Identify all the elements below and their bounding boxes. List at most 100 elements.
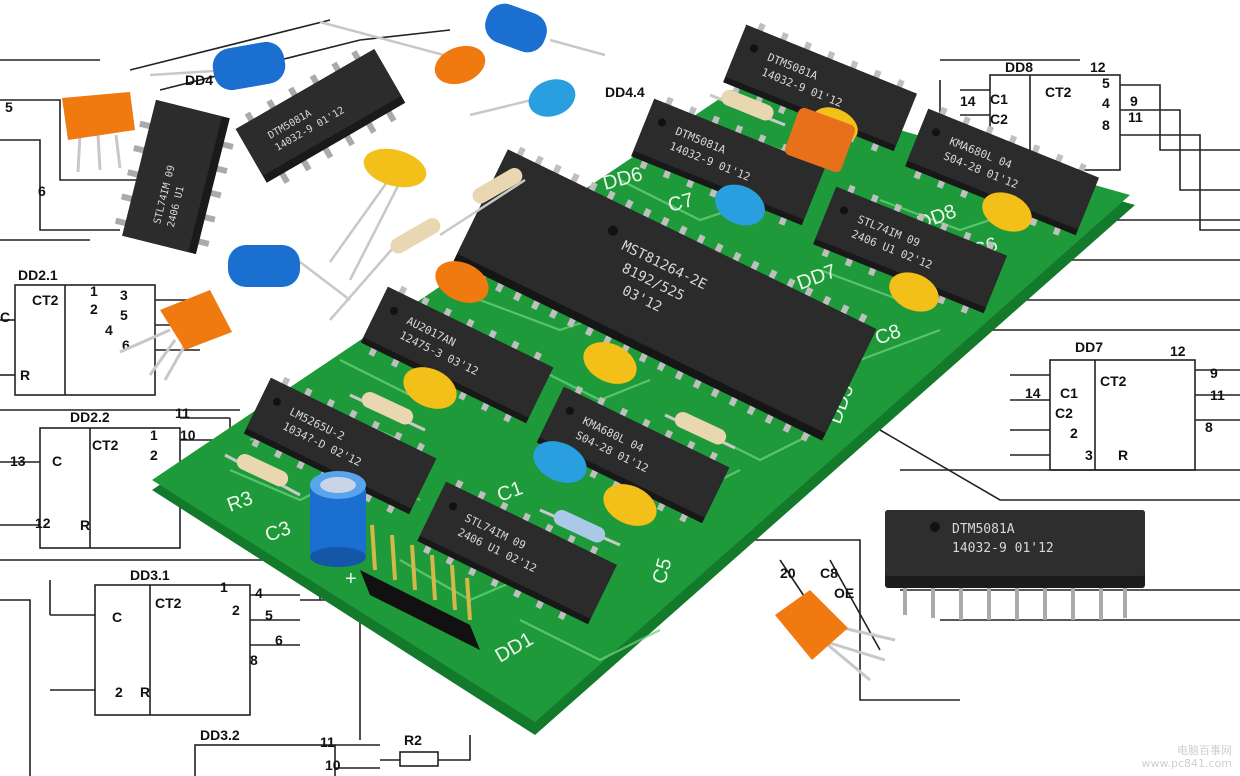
chip-dd6: DTM5081A 14032-9 01'12	[631, 96, 825, 226]
label-dd8: DD8	[1005, 59, 1033, 75]
pin-8-f: 8	[1205, 419, 1213, 435]
pin-8-e: 8	[1102, 117, 1110, 133]
pin-11-d: 11	[320, 734, 335, 750]
pin-5-a: 5	[120, 307, 128, 323]
label-dd4: DD4	[185, 72, 213, 88]
chip-kma-lower: KMA680L 04 S04-28 01'12	[536, 385, 730, 524]
label-dd3-1: DD3.1	[130, 567, 170, 583]
dd3-1-block	[94, 584, 251, 716]
loose-electrolytic-1	[485, 3, 547, 53]
label-dd2-2: DD2.2	[70, 409, 110, 425]
pin-2-d: 2	[115, 684, 123, 700]
pin-c-1: C	[0, 309, 10, 325]
label-r2: R2	[404, 732, 422, 748]
pin-9-e: 9	[1130, 93, 1138, 109]
dd2-1-block	[14, 284, 156, 396]
loose-right-line1: DTM5081A	[952, 522, 1015, 537]
board-components	[224, 89, 1032, 650]
chip-dd5: MST81264-2E 8192/525 03'12	[453, 146, 877, 442]
pin-r-3: R	[140, 684, 150, 700]
pin-5-g: 5	[5, 99, 13, 115]
loose-resistor-2	[390, 218, 441, 254]
pin-5-e: 5	[1102, 75, 1110, 91]
pin-5-c: 5	[265, 607, 273, 623]
pin-header	[360, 570, 480, 650]
ct2-label-1: CT2	[32, 292, 59, 308]
watermark-line2: www.pc841.com	[1141, 757, 1233, 770]
loose-cap-orange	[434, 45, 486, 85]
pin-4-e: 4	[1102, 95, 1110, 111]
pin-2-b: 2	[150, 447, 158, 463]
transistor-orange-1	[62, 92, 135, 140]
pin-4-c: 4	[255, 585, 263, 601]
pin-c-3: C	[112, 609, 122, 625]
pin-c2-f: C2	[1055, 405, 1073, 421]
loose-chip-right: DTM5081A 14032-9 01'12	[885, 510, 1145, 620]
pin-3-a: 3	[120, 287, 128, 303]
cap-yellow-3	[603, 484, 657, 526]
label-dd4-4: DD4.4	[605, 84, 645, 100]
resistor-2	[236, 453, 289, 487]
pin-8-c: 8	[250, 652, 258, 668]
watermark-line1: 电脑百事网	[1177, 744, 1232, 757]
loose-chip-left1: STL74IM 09 2406 U1	[114, 99, 234, 255]
label-c8-sch: C8	[820, 565, 838, 581]
pin-10-a: 10	[180, 427, 196, 443]
chip-au2017: AU2017AN 12475-3 03'12	[360, 285, 554, 424]
resistor-3	[553, 509, 606, 543]
cap-blue-1	[533, 441, 587, 483]
loose-right-line2: 14032-9 01'12	[952, 541, 1054, 556]
pin-13: 13	[10, 453, 26, 469]
r2-resistor-symbol	[399, 751, 439, 767]
pin-12-a: 12	[35, 515, 51, 531]
pin-11-e: 11	[1128, 109, 1143, 125]
chip-dd7: STL74IM 09 2406 U1 02'12	[813, 184, 1007, 314]
ct2-label-2: CT2	[92, 437, 119, 453]
schematic-labels: DD4 DD4.4 DD8 DD7 DD2.1 DD2.2 DD3.1 DD3.…	[0, 59, 1225, 773]
pin-6-c: 6	[275, 632, 283, 648]
pin-c1-f: C1	[1060, 385, 1078, 401]
pin-c2-e: C2	[990, 111, 1008, 127]
pin-c1-e: C1	[990, 91, 1008, 107]
transistor-orange-2	[160, 290, 232, 350]
pin-6-g: 6	[38, 183, 46, 199]
cap-orange-1	[435, 261, 489, 303]
watermark: 电脑百事网 www.pc841.com	[1142, 744, 1233, 770]
resistor-1	[361, 391, 414, 425]
pin-4-a: 4	[105, 322, 113, 338]
chip-dd1: STL74IM 09 2406 U1 02'12	[417, 479, 617, 625]
loose-electrolytic-3	[228, 245, 300, 287]
pin-14-e: 14	[960, 93, 976, 109]
chip-dd8: KMA680L 04 S04-28 01'12	[905, 106, 1099, 236]
pin-10-d: 10	[325, 757, 341, 773]
pin-r-2: R	[80, 517, 90, 533]
pin-1-a: 1	[90, 283, 98, 299]
cap-orange-2	[784, 107, 856, 173]
electrolytic-body	[310, 485, 366, 557]
pin-14-f: 14	[1025, 385, 1041, 401]
pin-12-e: 12	[1090, 59, 1106, 75]
chip-top: DTM5081A 14032-9 01'12	[723, 22, 917, 152]
loose-chip-left2: DTM5081A 14032-9 01'12	[235, 49, 406, 184]
loose-resistor-1	[472, 168, 523, 204]
silk-plus: +	[345, 568, 357, 590]
transistor-orange-3	[775, 590, 848, 660]
pin-20: 20	[780, 565, 796, 581]
pin-11-f: 11	[1210, 387, 1225, 403]
cap-yellow-1	[403, 367, 457, 409]
pin-2-c: 2	[232, 602, 240, 618]
loose-capacitors	[149, 3, 606, 321]
pin-9-f: 9	[1210, 365, 1218, 381]
ct2-label-3: CT2	[155, 595, 182, 611]
pin-12-f: 12	[1170, 343, 1186, 359]
loose-cap-blue	[528, 79, 576, 117]
cap-yellow-4	[889, 272, 939, 312]
dd3-2-block	[194, 744, 336, 776]
pin-3-f: 3	[1085, 447, 1093, 463]
loose-electrolytic-2	[212, 41, 286, 91]
pin-11-a: 11	[175, 405, 190, 421]
loose-transistors	[62, 92, 896, 682]
resistor-4	[674, 411, 727, 445]
